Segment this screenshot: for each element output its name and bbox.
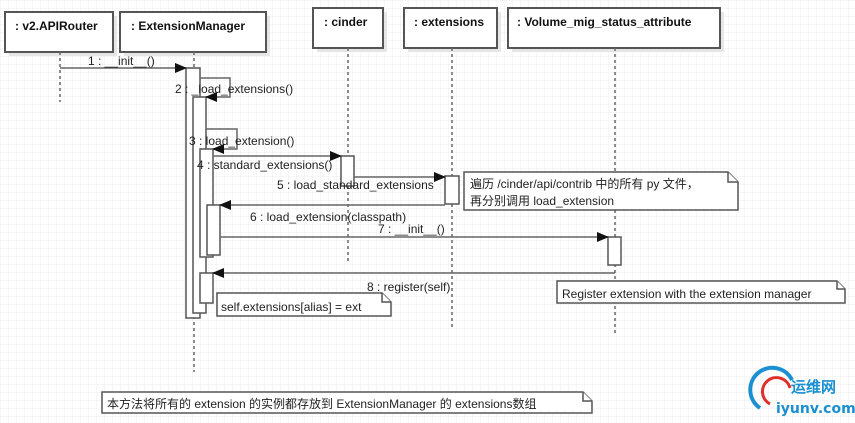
svg-text:1 : __init__(): 1 : __init__() <box>88 54 155 68</box>
svg-text:: Volume_mig_status_attribute: : Volume_mig_status_attribute <box>517 15 692 29</box>
svg-text:iyunv.com: iyunv.com <box>776 401 855 417</box>
svg-text:: cinder: : cinder <box>324 15 368 29</box>
watermark-logo: 运维网 iyunv.com <box>748 365 855 417</box>
activation-bar <box>340 155 355 187</box>
lifeline-cinder[interactable]: : cinder <box>312 7 387 52</box>
message-6[interactable]: 6 : load_extension(classpath) <box>219 200 445 224</box>
message-8[interactable]: 8 : register(self) <box>212 268 615 294</box>
svg-text:遍历 /cinder/api/contrib 中的所有 py: 遍历 /cinder/api/contrib 中的所有 py 文件， <box>470 176 699 191</box>
svg-text:Register extension with the ex: Register extension with the extension ma… <box>562 287 811 301</box>
message-7[interactable]: 7 : __init__() <box>220 222 609 242</box>
note-assign: self.extensions[alias] = ext <box>216 292 392 317</box>
svg-text:8 : register(self): 8 : register(self) <box>367 280 450 294</box>
svg-text:运维网: 运维网 <box>791 378 836 396</box>
lifeline-extensions[interactable]: : extensions <box>403 7 501 52</box>
message-4[interactable]: 4 : standard_extensions() <box>197 151 342 172</box>
activation-bar <box>607 236 622 266</box>
svg-text:5 : load_standard_extensions: 5 : load_standard_extensions <box>277 178 434 192</box>
svg-text:7 : __init__(): 7 : __init__() <box>378 222 445 236</box>
svg-text:6 : load_extension(classpath): 6 : load_extension(classpath) <box>250 210 406 224</box>
message-3[interactable]: 3 : load_extension() <box>189 128 294 154</box>
svg-text:本方法将所有的 extension 的实例都存放到 Exte: 本方法将所有的 extension 的实例都存放到 ExtensionManag… <box>107 396 536 411</box>
svg-text:: extensions: : extensions <box>414 15 484 29</box>
lifeline-router[interactable]: : v2.APIRouter <box>4 11 117 56</box>
svg-text:再分别调用 load_extension: 再分别调用 load_extension <box>470 194 614 208</box>
svg-text:3 : load_extension(): 3 : load_extension() <box>189 134 294 148</box>
activation-bar <box>199 272 214 304</box>
lifeline-volume[interactable]: : Volume_mig_status_attribute <box>507 7 724 52</box>
svg-text:: ExtensionManager: : ExtensionManager <box>131 19 245 33</box>
message-5[interactable]: 5 : load_standard_extensions <box>277 172 446 192</box>
note-summary: 本方法将所有的 extension 的实例都存放到 ExtensionManag… <box>101 391 593 414</box>
svg-text:2 : _load_extensions(): 2 : _load_extensions() <box>175 82 293 96</box>
svg-text:self.extensions[alias] = ext: self.extensions[alias] = ext <box>221 300 362 314</box>
note-contrib: 遍历 /cinder/api/contrib 中的所有 py 文件， 再分别调用… <box>463 171 739 211</box>
activation-bar <box>444 175 460 205</box>
activation-bar <box>206 204 221 256</box>
note-register: Register extension with the extension ma… <box>556 280 846 304</box>
svg-text:4 : standard_extensions(): 4 : standard_extensions() <box>197 158 332 172</box>
message-2[interactable]: 2 : _load_extensions() <box>175 77 293 102</box>
svg-text:: v2.APIRouter: : v2.APIRouter <box>15 19 98 33</box>
message-1[interactable]: 1 : __init__() <box>60 54 187 73</box>
lifeline-manager[interactable]: : ExtensionManager <box>119 11 270 56</box>
